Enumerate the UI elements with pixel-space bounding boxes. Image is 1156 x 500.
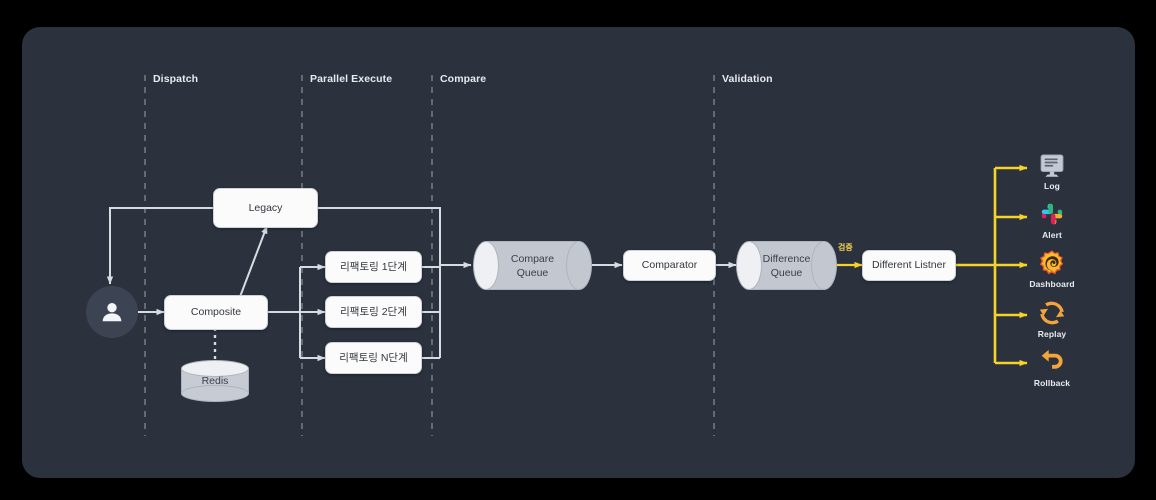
node-legacy-label: Legacy: [248, 201, 283, 214]
log-monitor-icon: [1040, 154, 1064, 177]
sink-replay[interactable]: Replay: [1022, 299, 1082, 339]
undo-arrow-icon: [1041, 349, 1063, 369]
edge-legacy-to-user: [106, 207, 213, 285]
node-redis[interactable]: Redis: [181, 360, 249, 402]
node-composite[interactable]: Composite: [164, 295, 268, 330]
node-legacy[interactable]: Legacy: [213, 188, 318, 228]
node-difference-queue[interactable]: Difference Queue: [736, 241, 837, 290]
compare-queue-line-1: Compare: [510, 252, 555, 265]
diagram-panel: Dispatch Parallel Execute Compare Valida…: [22, 27, 1135, 478]
sink-rollback-label: Rollback: [1033, 378, 1071, 388]
sink-dashboard[interactable]: Dashboard: [1022, 249, 1082, 289]
node-redis-label: Redis: [201, 375, 229, 387]
compare-queue-cap-right: [566, 241, 592, 290]
grafana-icon: [1039, 250, 1064, 275]
node-refactor-step-2-label: 리팩토링 2단계: [340, 305, 407, 318]
compare-queue-cap-left: [473, 241, 499, 290]
node-refactor-step-1-label: 리팩토링 1단계: [340, 260, 407, 273]
node-refactor-step-n[interactable]: 리팩토링 N단계: [325, 342, 422, 374]
sink-log-label: Log: [1044, 181, 1060, 191]
sink-log[interactable]: Log: [1022, 151, 1082, 191]
difference-queue-cap-right: [811, 241, 837, 290]
lane-label-dispatch: Dispatch: [153, 73, 199, 85]
difference-queue-cap-left: [736, 241, 762, 290]
node-difference-queue-label: Difference Queue: [736, 241, 837, 290]
redis-cylinder-bottom: [181, 385, 249, 402]
sink-replay-label: Replay: [1037, 329, 1067, 339]
lane-label-validation: Validation: [722, 73, 773, 85]
node-comparator[interactable]: Comparator: [623, 250, 716, 281]
edge-composite-fanout: [268, 263, 326, 362]
redis-cylinder-top: [181, 360, 249, 377]
lane-label-compare: Compare: [440, 73, 487, 85]
edge-label-validate: 검증: [838, 243, 853, 252]
sink-dashboard-label: Dashboard: [1029, 279, 1075, 289]
compare-queue-line-2: Queue: [516, 266, 549, 279]
compare-queue-body: [486, 241, 579, 290]
sink-rollback[interactable]: Rollback: [1022, 348, 1082, 388]
node-different-listener[interactable]: Different Listner: [862, 250, 956, 281]
node-refactor-step-n-label: 리팩토링 N단계: [339, 351, 408, 364]
user-avatar[interactable]: [86, 286, 138, 338]
user-icon: [102, 303, 122, 322]
edge-composite-to-legacy: [237, 225, 268, 303]
refresh-cycle-icon: [1039, 301, 1065, 325]
edge-listener-fanout: [956, 164, 1028, 367]
connector-layer: [106, 75, 1028, 436]
difference-queue-line-2: Queue: [770, 266, 803, 279]
difference-queue-line-1: Difference: [762, 252, 811, 265]
node-compare-queue-label: Compare Queue: [473, 241, 592, 290]
node-composite-label: Composite: [190, 306, 242, 318]
sink-alert[interactable]: Alert: [1022, 200, 1082, 240]
node-refactor-step-1[interactable]: 리팩토링 1단계: [325, 251, 422, 283]
edge-refactor-to-collector: [422, 208, 472, 359]
lane-label-parallel-execute: Parallel Execute: [310, 73, 393, 85]
node-compare-queue[interactable]: Compare Queue: [473, 241, 592, 290]
node-comparator-label: Comparator: [641, 259, 698, 271]
slack-icon: [1041, 203, 1063, 225]
node-different-listener-label: Different Listner: [872, 259, 946, 271]
sink-alert-label: Alert: [1042, 230, 1062, 240]
node-refactor-step-2[interactable]: 리팩토링 2단계: [325, 296, 422, 328]
